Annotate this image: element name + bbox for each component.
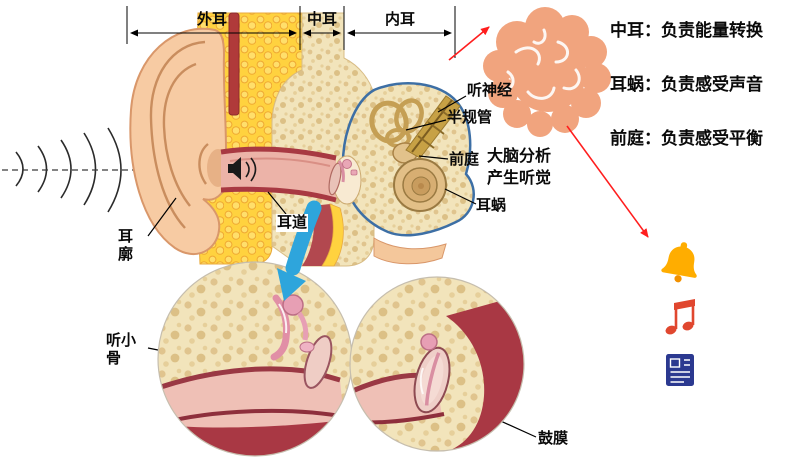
brain-caption-line1: 大脑分析 — [487, 148, 552, 165]
auditory-nerve — [405, 95, 461, 159]
section-label-middle-ear: 中耳 — [307, 11, 338, 28]
brain-caption-line2: 产生听觉 — [487, 169, 552, 187]
brain-illustration — [483, 7, 611, 137]
music-note-icon — [665, 299, 695, 335]
ear-canal-upper-wall — [220, 146, 337, 161]
label-vestibule: 前庭 — [449, 151, 480, 168]
cochlea — [393, 158, 447, 212]
muscle-strip — [228, 12, 240, 116]
zoom-circle-ossicles — [157, 261, 353, 457]
zoom-blue-arrow — [277, 200, 322, 301]
eustachian-fat-strip — [321, 203, 344, 267]
ear-cross-section — [129, 12, 475, 267]
label-ear-canal: 耳道 — [276, 214, 309, 232]
label-semicircular-canals: 半规管 — [447, 109, 493, 126]
brain-sulci — [504, 28, 581, 100]
brain-caption: 大脑分析 产生听觉 — [487, 146, 551, 189]
sound-waves — [15, 127, 122, 213]
newspaper-icon — [666, 354, 694, 386]
note-middle-ear: 中耳：负责能量转换 — [610, 21, 763, 40]
arrow-ear-to-brain — [448, 26, 490, 61]
eardrum-membrane — [328, 162, 342, 196]
dimension-lines — [126, 6, 456, 58]
section-label-outer-ear: 外耳 — [197, 11, 228, 28]
sound-type-icons — [661, 242, 697, 386]
label-cochlea: 耳蜗 — [476, 197, 507, 214]
arrow-brain-to-sounds — [566, 125, 649, 238]
pinna-ridges — [149, 40, 209, 229]
section-label-inner-ear: 内耳 — [385, 11, 416, 28]
ear-canal-shading — [229, 157, 331, 167]
label-eardrum: 鼓膜 — [538, 430, 569, 447]
note-vestibule: 前庭：负责感受平衡 — [610, 129, 763, 148]
signal-arrows — [448, 26, 649, 238]
ear-canal-lower-wall — [220, 186, 337, 203]
bell-icon — [661, 242, 697, 283]
lower-skin-patch — [373, 237, 447, 265]
speaker-icon — [228, 157, 257, 182]
eustachian-tube — [302, 204, 334, 266]
label-auditory-nerve: 听神经 — [467, 82, 513, 99]
label-ossicles: 听小骨 — [106, 332, 137, 367]
ossicles-chain — [337, 159, 358, 183]
label-auricle: 耳廓 — [118, 228, 134, 263]
zoom-circle-eardrum — [349, 276, 525, 452]
note-cochlea: 耳蜗：负责感受声音 — [610, 75, 763, 94]
